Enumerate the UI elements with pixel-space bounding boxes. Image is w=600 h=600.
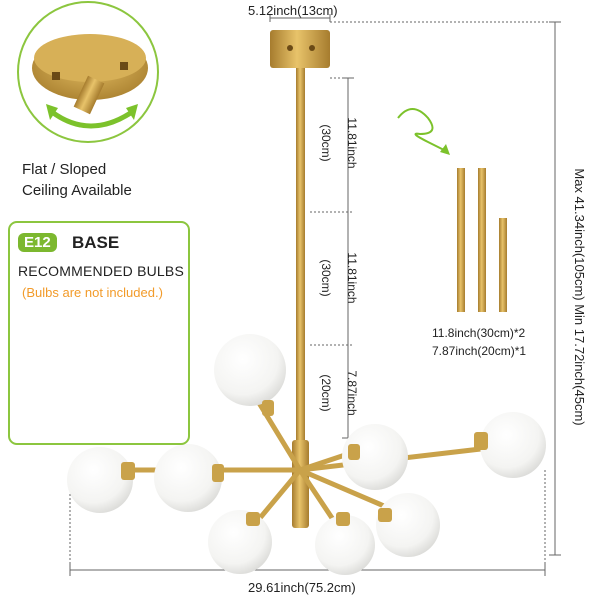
screw-hole-icon [120,62,128,70]
ceiling-caption: Flat / Sloped Ceiling Available [22,159,182,201]
extension-rods [397,108,507,312]
short-rod-caption: 7.87inch(20cm)*1 [432,344,527,358]
bulbs-not-included-note: (Bulbs are not included.) [22,285,163,300]
swivel-arrow-icon [50,109,134,129]
recommended-bulbs-title: RECOMMENDED BULBS [18,263,184,279]
segment1-cm: (30cm) [319,124,333,162]
segment3-inch: 7.87inch [345,370,359,416]
segment2-cm: (30cm) [319,259,333,297]
ceiling-line-2: Ceiling Available [22,182,132,199]
screw-hole-icon [52,72,60,80]
segment1-inch: 11.81inch [345,117,359,169]
main-rod [296,68,305,528]
base-title: BASE [72,233,120,252]
total-width-label: 29.61inch(75.2cm) [248,580,356,595]
dimension-lines [69,14,561,576]
height-range-label: Max 41.34inch(105cm) Min 17.72inch(45cm) [572,168,587,426]
segment3-cm: (20cm) [319,374,333,412]
rod-short [499,218,507,312]
chandelier [67,30,546,575]
long-rod-caption: 11.8inch(30cm)*2 [432,326,526,340]
bulb-info-card: E12 BASE RECOMMENDED BULBS (Bulbs are no… [8,221,190,445]
segment2-inch: 11.81inch [345,252,359,304]
canopy-width-label: 5.12inch(13cm) [248,3,338,18]
rod-long [478,168,486,312]
arrow-icon [440,144,450,155]
e12-badge: E12 [18,233,57,252]
canopy [270,30,330,68]
rod-long [457,168,465,312]
ceiling-line-1: Flat / Sloped [22,161,107,178]
globe-group [67,334,546,575]
ceiling-detail [17,1,159,143]
